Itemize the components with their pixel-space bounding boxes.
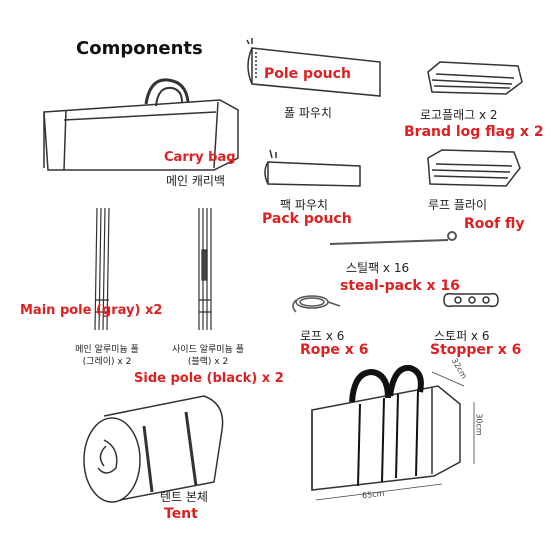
main-pole-drawing — [94, 207, 110, 331]
roof-fly-drawing — [427, 149, 521, 187]
carry-bag-label-ko: 메인 캐리백 — [166, 174, 226, 188]
pack-pouch-label-ko: 팩 파우치 — [280, 198, 328, 212]
brand-flag-label-ko: 로고플래그 x 2 — [420, 108, 498, 122]
main-pole-label-ko-line2: (그레이) x 2 — [82, 357, 132, 367]
pole-pouch-drawing — [246, 38, 381, 97]
pack-pouch-label-en: Pack pouch — [262, 211, 352, 227]
roof-fly-label-en: Roof fly — [464, 216, 525, 232]
side-pole-label-en: Side pole (black) x 2 — [134, 371, 284, 386]
main-pole-label-en: Main pole (gray) x2 — [20, 303, 163, 318]
brand-flag-label-en: Brand log flag x 2 — [404, 124, 544, 140]
steal-pack-label-ko: 스틸팩 x 16 — [346, 261, 410, 275]
side-pole-label-ko-line2: (블랙) x 2 — [187, 357, 229, 367]
steal-pack-drawing — [329, 231, 457, 245]
tent-label-ko: 텐트 본체 — [160, 490, 208, 504]
rope-label-en: Rope x 6 — [300, 342, 369, 358]
page-title: Components — [76, 38, 203, 59]
stopper-label-en: Stopper x 6 — [430, 342, 522, 358]
stopper-label-ko: 스토퍼 x 6 — [434, 329, 490, 343]
brand-flag-drawing — [427, 61, 523, 95]
main-pole-label-ko-line1: 메인 알루미늄 폴 — [75, 345, 139, 355]
rope-label-ko: 로프 x 6 — [300, 329, 345, 343]
pack-pouch-drawing — [264, 149, 361, 187]
big-carry-bag-drawing — [311, 364, 475, 501]
tent-label-en: Tent — [164, 506, 198, 522]
side-pole-drawing — [198, 208, 212, 330]
rope-drawing — [292, 295, 341, 313]
roof-fly-label-ko: 루프 플라이 — [428, 198, 488, 212]
pole-pouch-label-en: Pole pouch — [264, 66, 351, 82]
side-pole-label-ko-line1: 사이드 알루미늄 폴 — [172, 345, 244, 355]
side-pole-label-ko: 사이드 알루미늄 폴 (블랙) x 2 — [160, 344, 256, 368]
steal-pack-label-en: steal-pack x 16 — [340, 278, 460, 294]
main-pole-label-ko: 메인 알루미늄 폴 (그레이) x 2 — [64, 344, 150, 368]
carry-bag-drawing — [43, 78, 239, 171]
tent-roll-drawing — [83, 395, 224, 503]
pole-pouch-label-ko: 폴 파우치 — [284, 106, 332, 120]
dimension-height: 30cm — [474, 413, 484, 436]
carry-bag-label-en: Carry bag — [164, 150, 236, 165]
stopper-drawing — [443, 292, 499, 308]
